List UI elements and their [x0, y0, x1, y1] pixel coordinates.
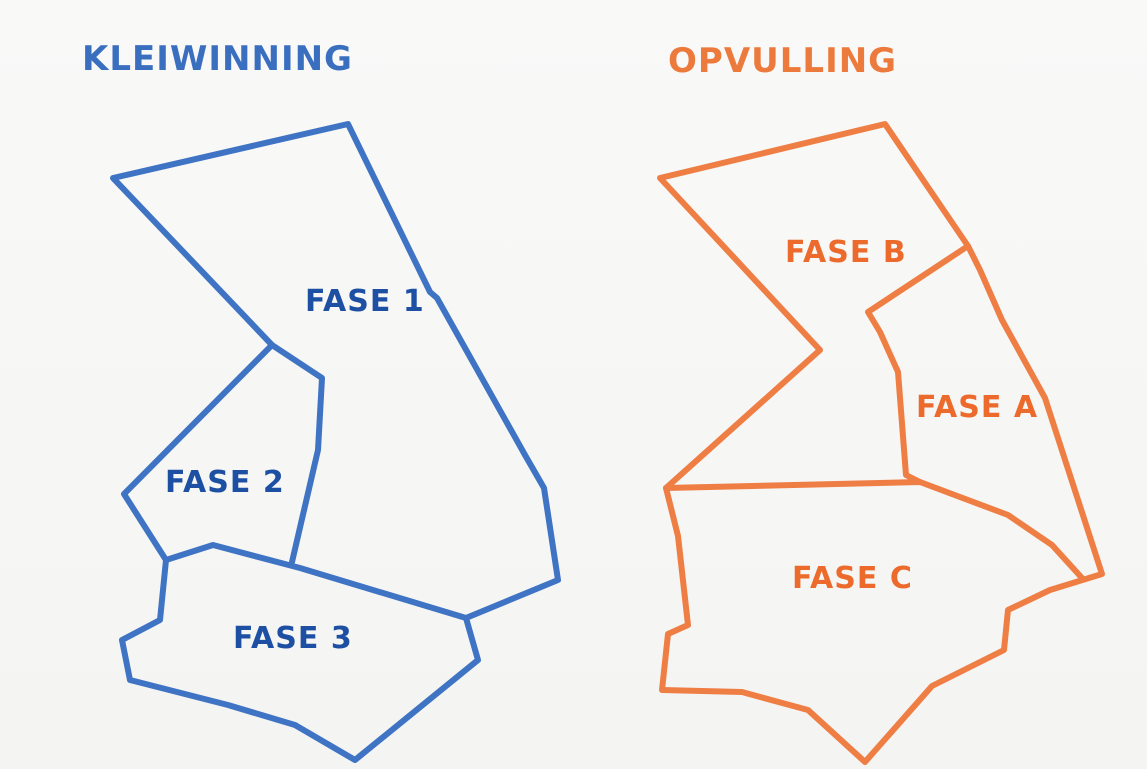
- opvulling-title: OPVULLING: [668, 41, 897, 81]
- faseC-divider: [663, 479, 1085, 581]
- kleiwinning-title: KLEIWINNING: [82, 39, 353, 79]
- faseA-label: FASE A: [916, 390, 1038, 425]
- faseB-label: FASE B: [785, 235, 907, 270]
- fase1-label: FASE 1: [305, 284, 425, 319]
- fase2-label: FASE 2: [165, 465, 285, 500]
- opvulling-map: OPVULLING FASE B FASE A FASE C: [657, 41, 1105, 765]
- kleiwinning-outer-boundary: [110, 121, 561, 763]
- kleiwinning-map: KLEIWINNING FASE 1 FASE 2 FASE 3: [82, 39, 561, 763]
- faseB-faseA-divider: [865, 243, 971, 485]
- opvulling-outer-boundary: [657, 121, 1105, 765]
- fase1-fase2-divider: [269, 342, 325, 565]
- fase3-divider: [163, 542, 469, 621]
- faseC-label: FASE C: [792, 561, 913, 596]
- fase3-label: FASE 3: [233, 621, 353, 656]
